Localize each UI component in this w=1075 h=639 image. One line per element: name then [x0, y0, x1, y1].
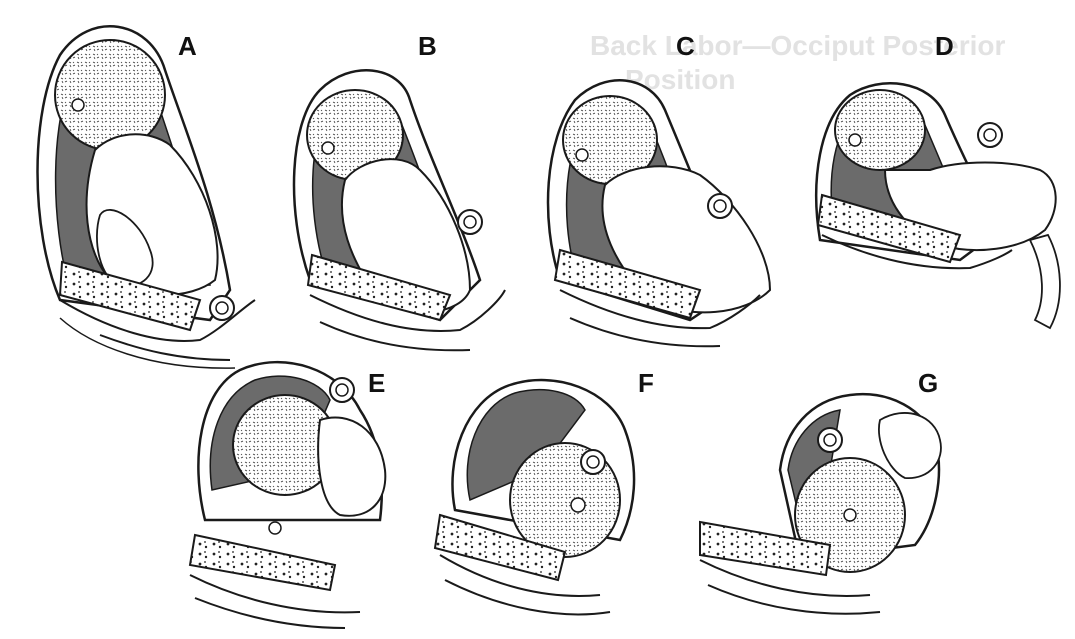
- fetal-head: [55, 40, 165, 150]
- fetal-ear: [269, 522, 281, 534]
- fetal-ear: [576, 149, 588, 161]
- panel-b: [294, 70, 505, 350]
- panel-g-label: G: [918, 368, 938, 398]
- perineum: [60, 318, 235, 368]
- panel-e-label: E: [368, 368, 385, 398]
- panel-f-label: F: [638, 368, 654, 398]
- panel-d-label: D: [935, 31, 954, 61]
- panel-g: [700, 394, 941, 613]
- panel-d: [816, 83, 1060, 328]
- umbilicus: [581, 450, 605, 474]
- panel-a: [38, 26, 256, 368]
- umbilicus: [818, 428, 842, 452]
- pelvis-outline: [190, 575, 360, 628]
- umbilicus: [978, 123, 1002, 147]
- panel-f: [435, 380, 634, 614]
- umbilicus: [458, 210, 482, 234]
- fetal-ear: [849, 134, 861, 146]
- fetal-head: [835, 90, 925, 170]
- panel-c: [548, 80, 770, 346]
- fetal-body: [318, 417, 385, 515]
- maternal-spine: [190, 535, 335, 590]
- fetal-ear: [571, 498, 585, 512]
- umbilicus: [210, 296, 234, 320]
- fetal-ear: [322, 142, 334, 154]
- umbilicus: [330, 378, 354, 402]
- panel-b-label: B: [418, 31, 437, 61]
- panel-c-label: C: [676, 31, 695, 61]
- umbilicus: [708, 194, 732, 218]
- fetal-ear: [72, 99, 84, 111]
- panel-a-label: A: [178, 31, 197, 61]
- panel-e: [190, 362, 385, 628]
- fetal-ear: [844, 509, 856, 521]
- fetal-legs: [1030, 235, 1060, 328]
